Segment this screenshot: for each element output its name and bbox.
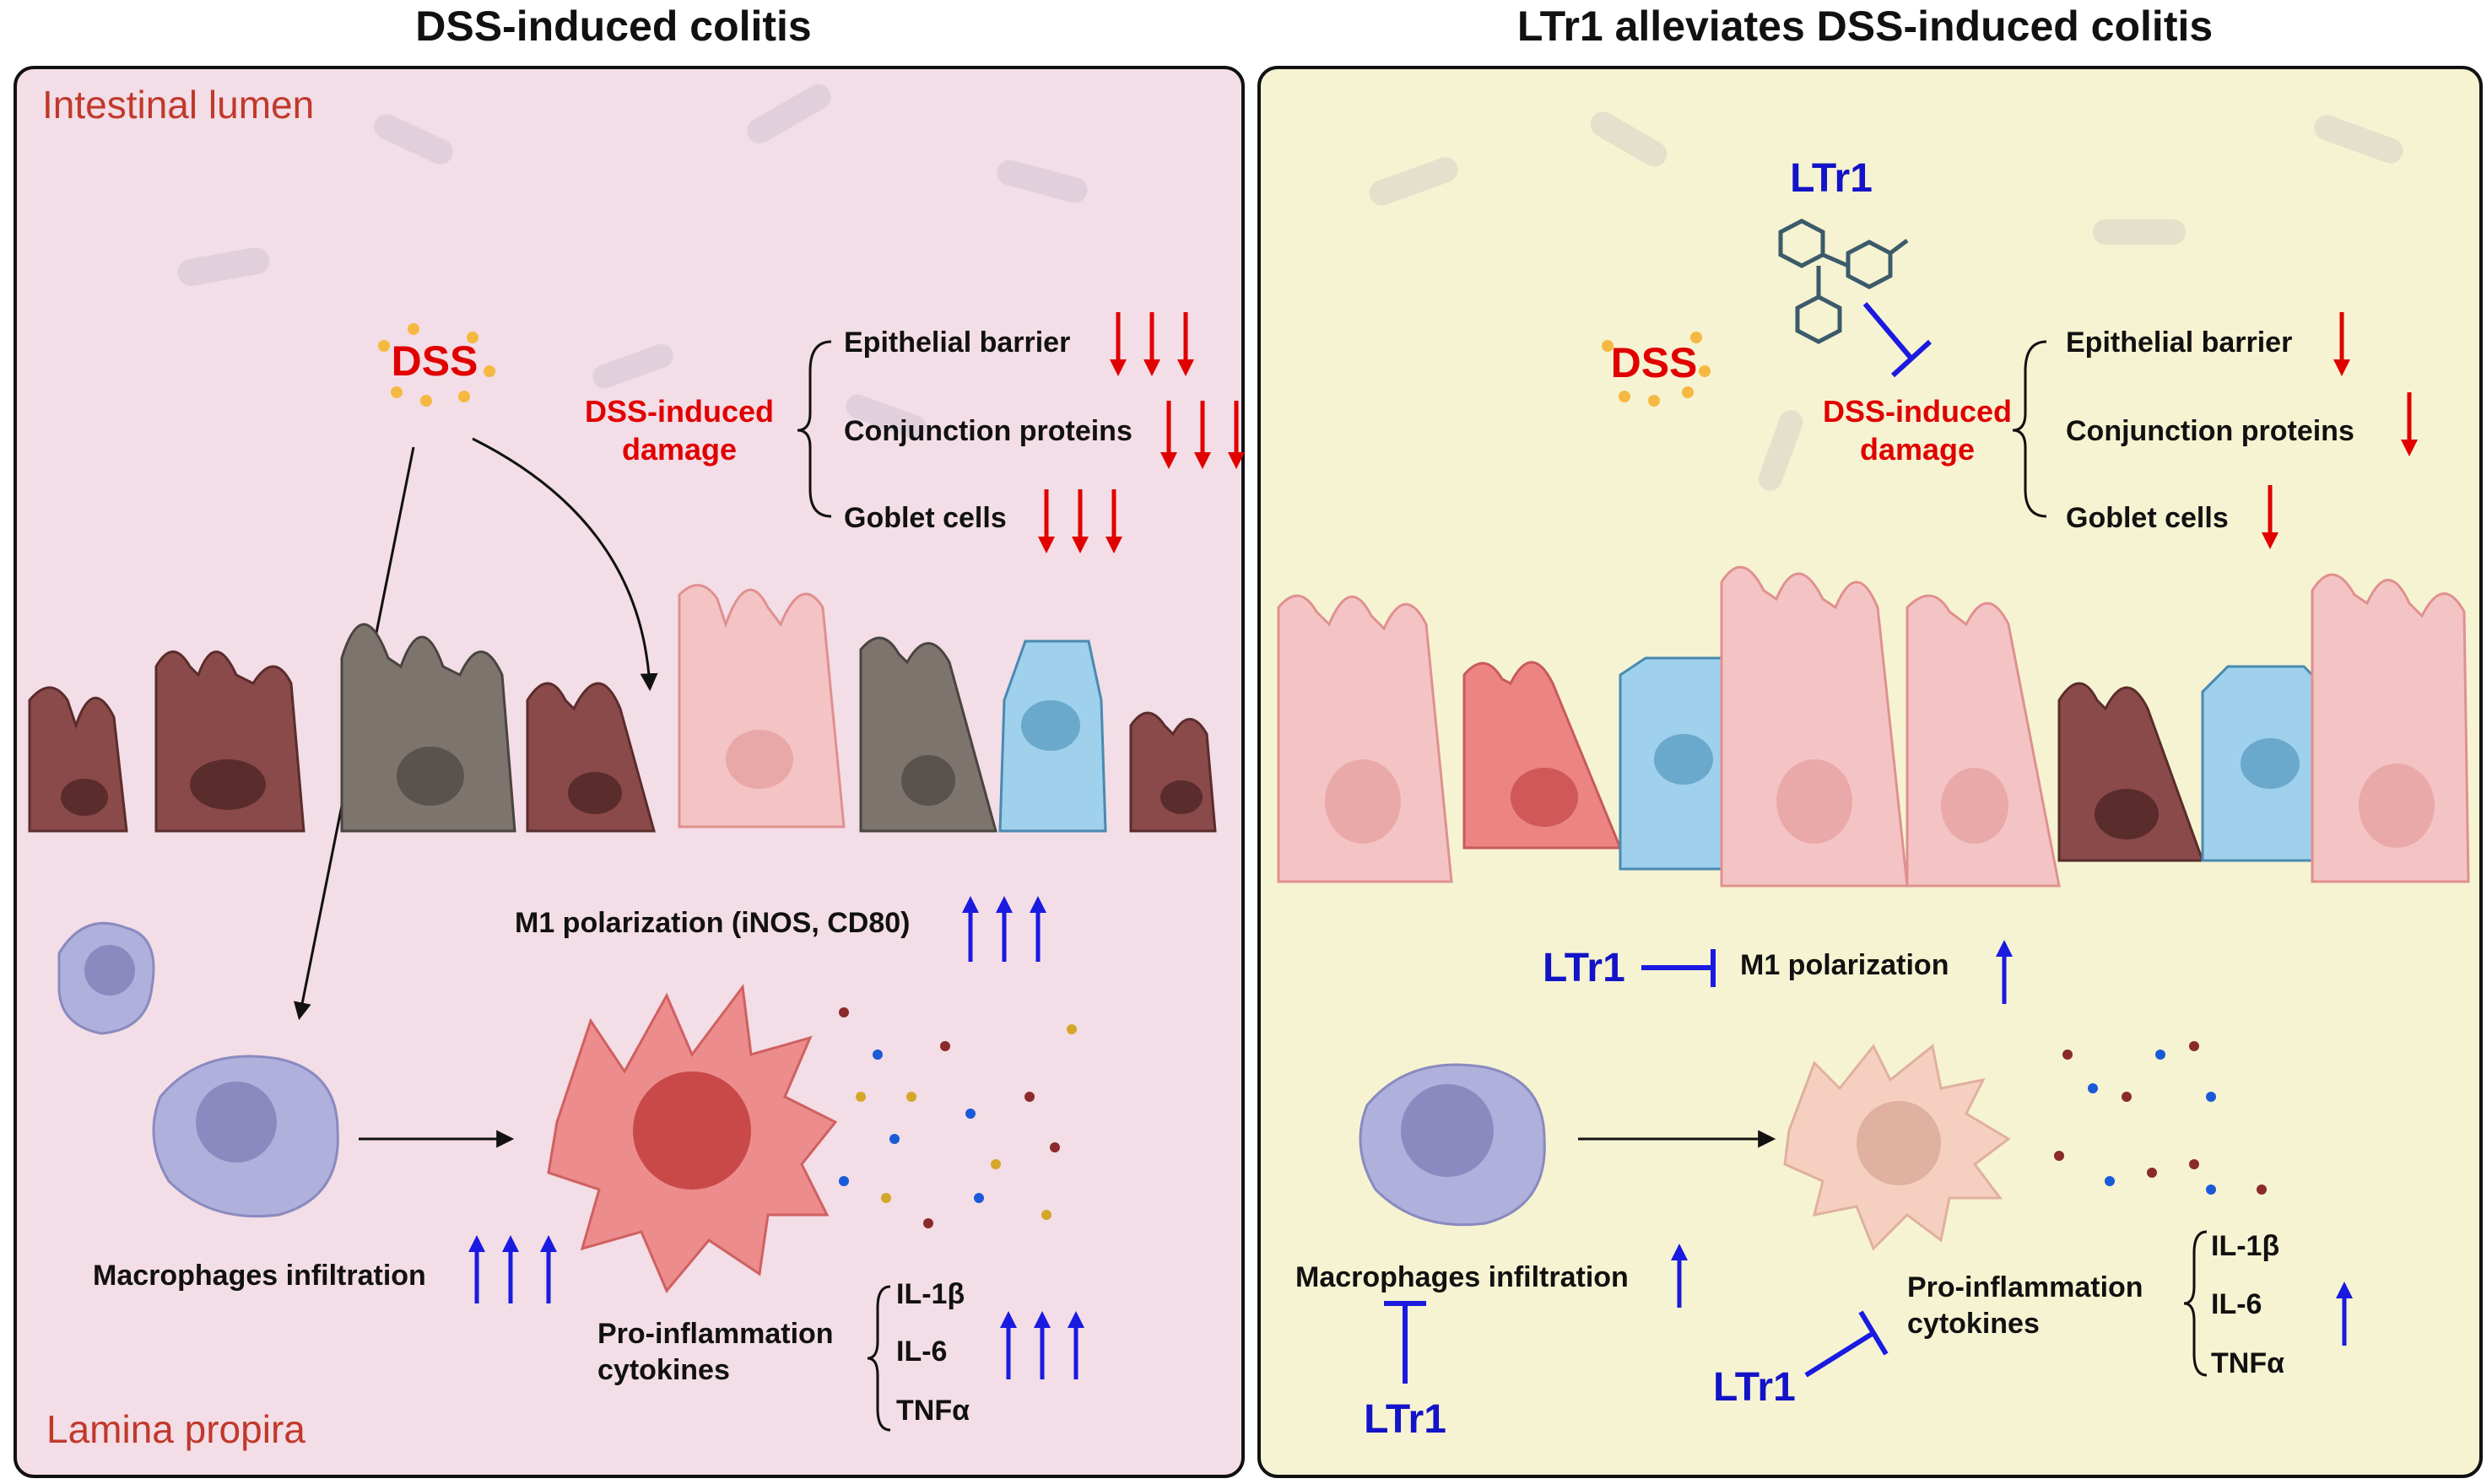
m1-polarization-label-right: M1 polarization [1740, 949, 1949, 981]
drug-label: LTr1 [1790, 156, 1873, 201]
increase-arrows-m1-left [962, 896, 1046, 962]
dss-label-right: DSS [1611, 339, 1698, 386]
macrophage-m1-right [1783, 1044, 2011, 1251]
left-panel-title: DSS-induced colitis [415, 3, 812, 50]
damage-label-right-line1: DSS-induced [1823, 394, 2012, 429]
cytokine-dots-left [839, 1007, 1077, 1228]
cytokine-il1b-left: IL-1β [896, 1278, 965, 1310]
decrease-arrows-left [1038, 312, 1245, 553]
cytokine-tnfa-left: TNFα [896, 1395, 970, 1427]
monocyte-small-left [57, 921, 155, 1035]
effect-goblet-cells-right: Goblet cells [2066, 502, 2229, 534]
cytokine-il6-right: IL-6 [2211, 1288, 2262, 1320]
macrophage-m1-left [547, 984, 838, 1293]
cytokine-label-line1: Pro-inflammation [597, 1318, 834, 1350]
increase-arrows-cytokine-left [1000, 1311, 1084, 1379]
ltr1-inhibitor-label-cytokine: LTr1 [1713, 1365, 1796, 1410]
cytokine-dots-right [2054, 1041, 2267, 1195]
dss-label: DSS [392, 337, 478, 385]
damage-label-right-line2: damage [1860, 432, 1975, 467]
m1-polarization-label: M1 polarization (iNOS, CD80) [515, 907, 911, 939]
epithelium-right [1277, 565, 2470, 888]
damage-brace [797, 340, 832, 518]
cytokine-brace-right [2183, 1230, 2208, 1377]
cytokine-il6-left: IL-6 [896, 1336, 947, 1368]
effect-epithelial-barrier: Epithelial barrier [844, 326, 1070, 359]
dss-particles-left [378, 323, 495, 407]
effect-conjunction-proteins-right: Conjunction proteins [2066, 415, 2354, 447]
cytokine-label-right-line1: Pro-inflammation [1907, 1271, 2143, 1303]
damage-label-line2: damage [622, 432, 737, 467]
lamina-propria-label: Lamina propira [46, 1407, 305, 1451]
decrease-arrows-right [2262, 312, 2418, 549]
right-panel-title: LTr1 alleviates DSS-induced colitis [1517, 3, 2213, 50]
effect-conjunction-proteins: Conjunction proteins [844, 415, 1132, 447]
increase-arrows-macrophage-left [468, 1235, 557, 1303]
cytokine-label-right-line2: cytokines [1907, 1308, 2040, 1340]
ltr1-inhibit-damage [1862, 302, 1914, 360]
bacteria-background-right [1369, 111, 2403, 491]
ltr1-inhibit-cytokine [1804, 1330, 1875, 1378]
macrophage-infiltration-label-right: Macrophages infiltration [1295, 1261, 1629, 1293]
macrophage-infiltration-label: Macrophages infiltration [93, 1260, 426, 1292]
cytokine-il1b-right: IL-1β [2211, 1230, 2279, 1262]
ltr1-inhibitor-label-m1: LTr1 [1543, 946, 1625, 990]
ltr1-molecule-icon [1778, 219, 1909, 344]
effect-goblet-cells: Goblet cells [844, 502, 1007, 534]
cytokine-brace-left [867, 1285, 891, 1432]
cytokine-tnfa-right: TNFα [2211, 1347, 2284, 1379]
macrophage-resting-right [1359, 1063, 1546, 1227]
damage-label-line1: DSS-induced [585, 394, 774, 429]
dss-to-epithelium-arrow [472, 437, 658, 692]
dss-particles-right [1602, 332, 1711, 407]
effect-epithelial-barrier-right: Epithelial barrier [2066, 326, 2292, 359]
bacteria-background-left [177, 84, 1088, 440]
macrophage-resting-left [152, 1055, 339, 1218]
damage-brace-right [2012, 340, 2047, 518]
epithelium-left [28, 584, 1217, 833]
cytokine-label-line2: cytokines [597, 1354, 730, 1386]
ltr1-inhibitor-label-macrophage: LTr1 [1364, 1397, 1446, 1442]
intestinal-lumen-label: Intestinal lumen [42, 83, 314, 127]
